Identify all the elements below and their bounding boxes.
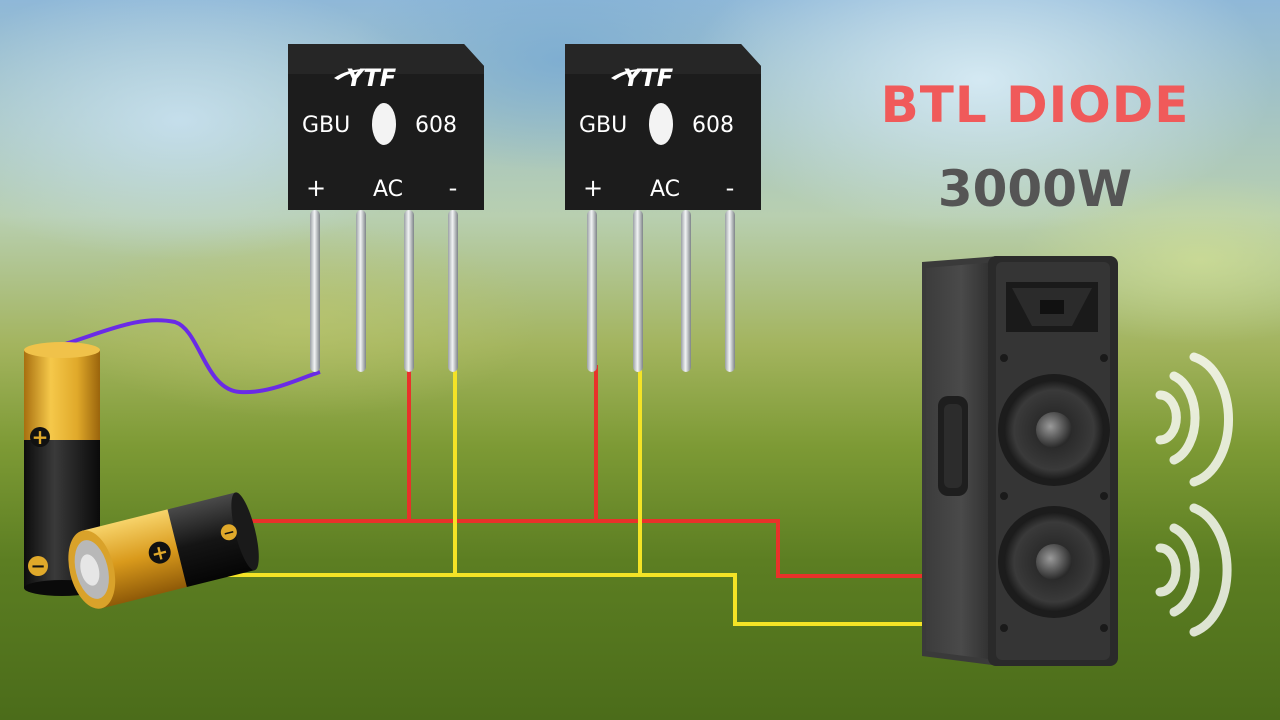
red-wire xyxy=(245,519,925,578)
model-prefix: GBU xyxy=(579,113,627,138)
power-rating: 3000W xyxy=(937,160,1133,218)
bridge-rectifier-icon xyxy=(565,44,761,372)
brand-label: YTF xyxy=(623,64,674,92)
purple-wire xyxy=(61,318,321,395)
speaker-icon xyxy=(922,256,1118,666)
battery-icon: + − xyxy=(24,342,100,596)
pin-ac-label: AC xyxy=(650,177,680,202)
bridge-rectifier-2: YTF GBU 608 + AC - xyxy=(565,44,761,372)
sound-wave-icon xyxy=(1155,352,1234,487)
bridge-rectifier-1: YTF GBU 608 + AC - xyxy=(288,44,484,372)
ytf-logo: YTF xyxy=(334,64,397,92)
sound-waves xyxy=(1155,352,1234,637)
diagram-title: BTL DIODE xyxy=(880,76,1190,134)
model-number: 608 xyxy=(415,113,457,138)
minus-mark: − xyxy=(221,524,236,542)
pin-plus-label: + xyxy=(306,174,326,202)
pin-minus-label: - xyxy=(726,174,735,202)
wires xyxy=(61,318,925,626)
bridge-rectifier-icon xyxy=(288,44,484,372)
model-prefix: GBU xyxy=(302,113,350,138)
plus-mark: + xyxy=(149,539,171,566)
battery-upright: + − xyxy=(24,342,100,596)
brand-label: YTF xyxy=(346,64,397,92)
model-number: 608 xyxy=(692,113,734,138)
sound-wave-icon xyxy=(1155,503,1232,637)
battery-lying: + − xyxy=(68,492,259,609)
plus-mark: + xyxy=(32,425,49,449)
pin-plus-label: + xyxy=(583,174,603,202)
pin-ac-label: AC xyxy=(373,177,403,202)
battery-icon: + − xyxy=(68,492,259,609)
ytf-logo: YTF xyxy=(611,64,674,92)
speaker xyxy=(922,256,1118,666)
minus-mark: − xyxy=(30,556,45,577)
pin-minus-label: - xyxy=(449,174,458,202)
yellow-wire xyxy=(185,573,925,626)
